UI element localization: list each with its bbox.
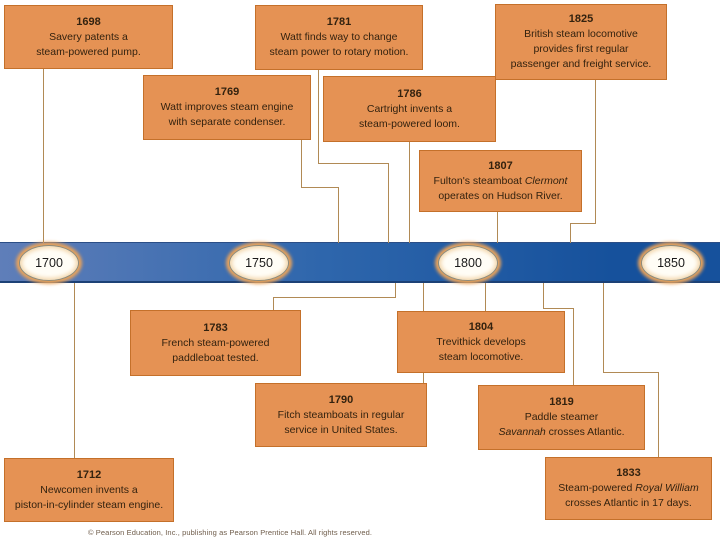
event-year: 1804	[468, 320, 494, 333]
year-marker-label: 1700	[35, 256, 63, 270]
connector-line-1698	[43, 69, 44, 243]
event-description-line: piston-in-cylinder steam engine.	[14, 498, 164, 511]
connector-line-1781	[318, 70, 319, 164]
event-description-line: Cartright invents a	[366, 102, 453, 115]
event-description-line: Fitch steamboats in regular	[277, 408, 405, 421]
connector-line-1783	[273, 297, 274, 311]
event-description-line: steam locomotive.	[438, 350, 524, 363]
event-description-line: passenger and freight service.	[510, 58, 652, 70]
event-description-line: provides first regular	[533, 43, 629, 55]
event-description-line: Steam-powered Royal William	[558, 482, 699, 494]
event-description-line: paddleboat tested.	[172, 351, 259, 364]
event-year: 1833	[616, 467, 641, 479]
event-year: 1698	[76, 15, 101, 28]
connector-line-1819	[573, 308, 574, 386]
event-year: 1819	[549, 396, 574, 408]
connector-line-1769	[338, 187, 339, 243]
year-marker-1850: 1850	[641, 245, 701, 281]
event-year: 1790	[328, 393, 354, 406]
connector-line-1769	[301, 187, 339, 188]
event-year: 1769	[214, 86, 240, 98]
event-description-line: Savannah crosses Atlantic.	[498, 426, 625, 438]
timeline-bar	[0, 242, 720, 283]
connector-line-1825	[570, 223, 571, 243]
event-description-line: British steam locomotive	[524, 28, 638, 40]
year-marker-1750: 1750	[229, 245, 289, 281]
connector-line-1781	[318, 163, 389, 164]
connector-line-1804	[485, 283, 486, 312]
event-year: 1712	[76, 468, 102, 481]
event-year: 1781	[326, 16, 352, 28]
event-description-line: Watt improves steam engine	[160, 101, 294, 113]
year-marker-1800: 1800	[438, 245, 498, 281]
year-marker-label: 1800	[454, 256, 482, 270]
connector-line-1783	[273, 297, 396, 298]
connector-line-1786	[409, 142, 410, 243]
event-description-line: Watt finds way to change	[280, 31, 398, 43]
copyright-text: © Pearson Education, Inc., publishing as…	[88, 528, 373, 537]
connector-line-1783	[395, 283, 396, 298]
event-description-line: Trevithick develops	[436, 335, 526, 348]
connector-line-1833	[603, 283, 604, 373]
connector-line-1781	[388, 163, 389, 243]
connector-line-1833	[658, 372, 659, 458]
connector-line-1819	[543, 308, 574, 309]
connector-line-1807	[497, 212, 498, 243]
event-year: 1786	[397, 87, 422, 100]
event-description-line: Newcomen invents a	[40, 483, 138, 496]
event-description-line: Paddle steamer	[524, 411, 599, 423]
connector-line-1819	[543, 283, 544, 309]
connector-line-1712	[74, 283, 75, 459]
event-description-line: steam-powered pump.	[36, 45, 141, 58]
connector-line-1833	[603, 372, 659, 373]
event-description-line: service in United States.	[284, 423, 398, 436]
event-description-line: with separate condenser.	[168, 116, 286, 128]
event-year: 1783	[203, 321, 228, 334]
year-marker-1700: 1700	[19, 245, 79, 281]
event-description-line: steam power to rotary motion.	[269, 46, 409, 58]
event-description-line: crosses Atlantic in 17 days.	[565, 497, 692, 509]
year-marker-label: 1850	[657, 256, 685, 270]
connector-line-1825	[570, 223, 596, 224]
connector-line-1825	[595, 80, 596, 224]
connector-line-1769	[301, 140, 302, 188]
event-year: 1807	[488, 159, 513, 172]
event-description-line: steam-powered loom.	[359, 117, 460, 130]
event-description-line: Fulton's steamboat Clermont	[433, 174, 568, 187]
event-description-line: operates on Hudson River.	[438, 189, 563, 202]
year-marker-label: 1750	[245, 256, 273, 270]
event-year: 1825	[568, 13, 594, 25]
event-description-line: French steam-powered	[161, 336, 270, 349]
event-description-line: Savery patents a	[49, 30, 128, 43]
